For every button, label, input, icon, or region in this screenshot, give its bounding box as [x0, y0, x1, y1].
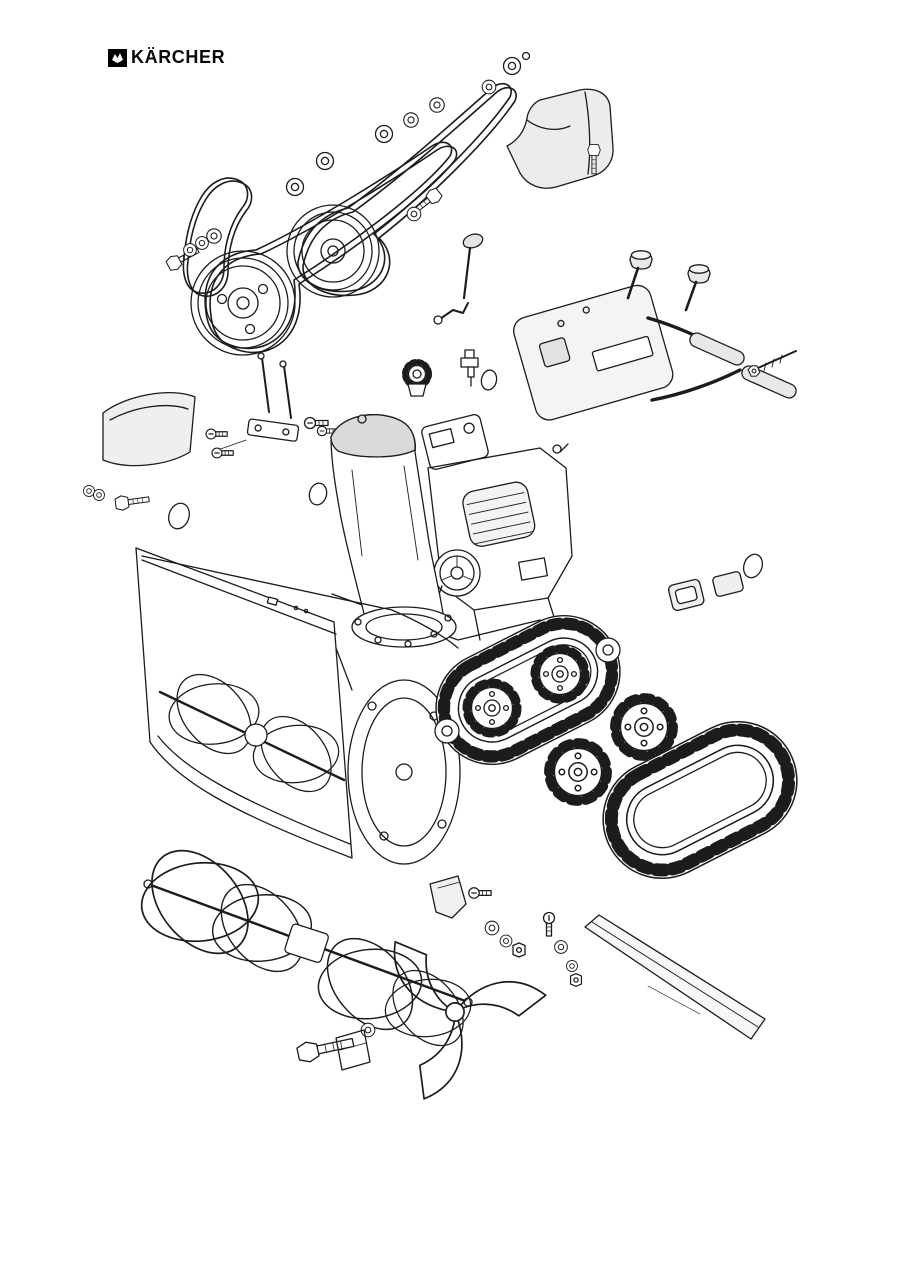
track-drive-left [417, 596, 639, 783]
drive-belts [182, 82, 517, 354]
muffler [462, 481, 536, 547]
handlebar-assembly [646, 316, 797, 402]
karcher-emblem-icon [108, 48, 127, 67]
brand-name: KÄRCHER [131, 46, 226, 68]
fuel-tank-assembly [405, 362, 489, 470]
skid-pads [667, 553, 764, 612]
control-panel [513, 284, 674, 421]
impeller [393, 940, 547, 1100]
karcher-emblem-glyph [112, 52, 123, 63]
brand-logo: KÄRCHER [108, 47, 225, 68]
chute-crank-rods [211, 352, 338, 453]
auger-assembly-upper [145, 649, 361, 816]
fastener-set-top [164, 51, 531, 273]
gearbox [284, 923, 329, 964]
mounting-brackets [429, 875, 526, 958]
fasteners-bottom [296, 1022, 376, 1071]
dipstick-and-spark-plug [433, 233, 498, 391]
control-knobs [626, 250, 711, 312]
handle-grip [689, 332, 745, 366]
chute-deflector [83, 392, 328, 530]
discharge-chute [330, 414, 457, 648]
chute-base-flange [351, 606, 457, 648]
auger-assembly-lower [111, 817, 547, 1100]
track-drive-right [549, 698, 817, 898]
scraper-bar [542, 911, 766, 1040]
belt-pulley-assembly [190, 204, 380, 356]
belt-cover [506, 88, 614, 189]
